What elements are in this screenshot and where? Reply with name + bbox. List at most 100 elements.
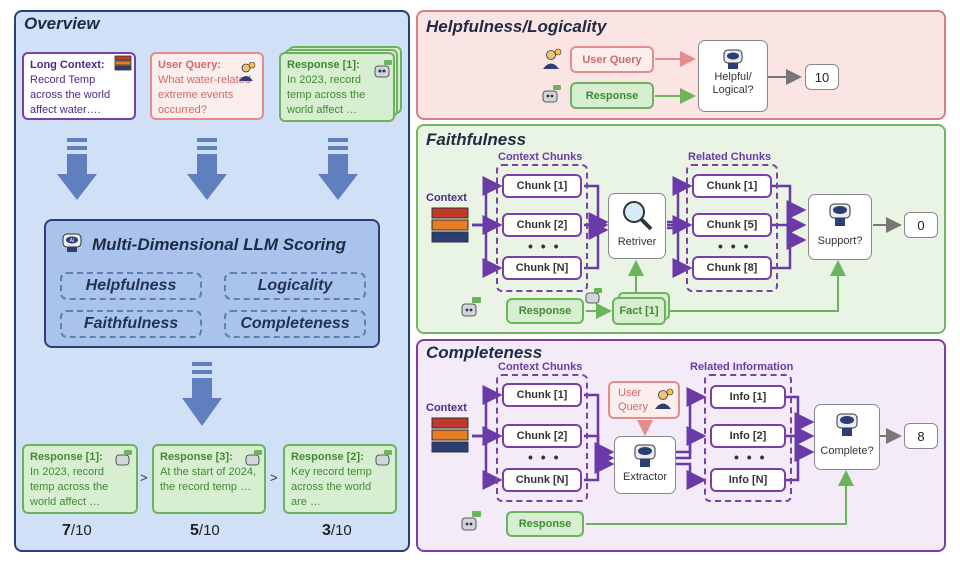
dimension-faithfulness: Faithfulness — [60, 310, 202, 338]
faith-chunk-2: Chunk [2] — [502, 213, 582, 237]
fact-robot-icon — [584, 288, 602, 306]
svg-text:AI: AI — [70, 238, 75, 244]
faith-result: 0 — [904, 212, 938, 238]
score-2-value: 5 — [190, 522, 199, 539]
comp-response-box: Response — [506, 511, 584, 537]
fact-box: Fact [1] — [612, 297, 666, 325]
greater-than-2: > — [270, 470, 278, 485]
score-2-denom: /10 — [198, 522, 220, 539]
comp-chunks-dots: • • • — [528, 449, 561, 465]
response-input-text: In 2023, record temp across the world af… — [287, 74, 366, 116]
faith-judge-node: Support? — [808, 194, 872, 260]
comp-related-group — [704, 374, 792, 502]
user-query-card: User Query: What water-related extreme e… — [150, 52, 264, 120]
ranked-robot-icon-2 — [244, 450, 262, 468]
ranked-response-1: Response [1]: In 2023, record temp acros… — [22, 444, 138, 514]
help-judge-node: Helpful/ Logical? — [698, 40, 768, 112]
comp-query-label: User Query — [618, 387, 648, 413]
comp-extractor-label: Extractor — [622, 471, 667, 483]
faith-judge-icon — [826, 199, 854, 229]
greater-than-1: > — [140, 470, 148, 485]
faith-context-icon — [430, 206, 470, 246]
score-1: 7/10 — [62, 522, 92, 540]
long-context-label: Long Context: — [30, 59, 105, 71]
comp-info-n: Info [N] — [710, 468, 786, 492]
ranked-response-2-text: At the start of 2024, the record temp … — [160, 466, 257, 493]
faith-response-box: Response — [506, 298, 584, 324]
ranked-response-1-text: In 2023, record temp across the world af… — [30, 466, 109, 508]
help-judge-icon — [720, 45, 746, 71]
ranked-robot-icon-3 — [374, 450, 392, 468]
comp-context-icon — [430, 416, 470, 456]
dimension-completeness: Completeness — [224, 310, 366, 338]
scoring-title: Multi-Dimensional LLM Scoring — [92, 235, 347, 254]
helpfulness-title: Helpfulness/Logicality — [426, 17, 607, 36]
comp-chunk-1: Chunk [1] — [502, 383, 582, 407]
faith-retriever-node: Retriver — [608, 193, 666, 259]
faith-context-label: Context — [426, 192, 467, 204]
long-context-text: Record Temp across the world affect wate… — [30, 74, 111, 116]
help-query-box: User Query — [570, 46, 654, 73]
help-user-icon — [540, 48, 562, 70]
help-response-box: Response — [570, 82, 654, 109]
comp-info-1: Info [1] — [710, 385, 786, 409]
comp-chunk-n: Chunk [N] — [502, 468, 582, 492]
ranked-response-3-label: Response [2]: — [291, 451, 364, 463]
user-query-text: What water-related extreme events occurr… — [158, 74, 251, 116]
faith-related-2: Chunk [5] — [692, 213, 772, 237]
comp-query-box: User Query — [608, 381, 680, 419]
faith-related-1: Chunk [1] — [692, 174, 772, 198]
comp-chunks-title: Context Chunks — [498, 361, 583, 373]
scoring-robot-icon: AI — [60, 229, 84, 253]
response-input-label: Response [1]: — [287, 59, 360, 71]
magnifier-icon — [620, 198, 654, 232]
comp-response-robot-icon — [460, 510, 482, 536]
faith-related-title: Related Chunks — [688, 151, 772, 163]
faith-chunks-group — [496, 164, 588, 292]
faithfulness-title: Faithfulness — [426, 130, 527, 149]
faith-chunks-title: Context Chunks — [498, 151, 583, 163]
faith-related-dots: • • • — [718, 238, 751, 254]
overview-title: Overview — [24, 14, 100, 33]
faith-chunks-dots: • • • — [528, 238, 561, 254]
comp-related-title: Related Information — [690, 361, 794, 373]
comp-chunks-group — [496, 374, 588, 502]
help-judge-label: Helpful/ Logical? — [712, 71, 754, 96]
comp-judge-node: Complete? — [814, 404, 880, 470]
extractor-robot-icon — [631, 440, 659, 470]
faith-retriever-label: Retriver — [617, 236, 657, 248]
comp-info-2: Info [2] — [710, 424, 786, 448]
ranked-robot-icon-1 — [114, 450, 132, 468]
response-input-card: Response [1]: In 2023, record temp acros… — [279, 52, 395, 122]
comp-context-label: Context — [426, 402, 467, 414]
score-2: 5/10 — [190, 522, 220, 540]
faith-response-robot-icon — [460, 296, 482, 322]
overview-down-arrows — [57, 138, 358, 426]
faith-related-group — [686, 164, 778, 292]
faith-judge-label: Support? — [817, 235, 863, 247]
user-query-label: User Query: — [158, 59, 221, 71]
comp-judge-label: Complete? — [820, 445, 874, 457]
ranked-response-2-label: Response [3]: — [160, 451, 233, 463]
score-3-value: 3 — [322, 522, 331, 539]
score-3-denom: /10 — [330, 522, 352, 539]
faith-chunk-n: Chunk [N] — [502, 256, 582, 280]
comp-judge-icon — [833, 409, 861, 439]
score-1-denom: /10 — [70, 522, 92, 539]
ranked-response-1-label: Response [1]: — [30, 451, 103, 463]
comp-user-icon — [652, 388, 674, 410]
comp-related-dots: • • • — [734, 449, 767, 465]
completeness-title: Completeness — [426, 343, 543, 362]
ranked-response-3-text: Key record temp across the world are … — [291, 466, 372, 508]
robot-icon — [372, 60, 392, 80]
comp-result: 8 — [904, 423, 938, 449]
server-icon — [114, 55, 132, 71]
user-icon — [236, 61, 256, 82]
dimension-helpfulness: Helpfulness — [60, 272, 202, 300]
dimension-logicality: Logicality — [224, 272, 366, 300]
help-result: 10 — [805, 64, 839, 90]
faith-related-3: Chunk [8] — [692, 256, 772, 280]
comp-extractor-node: Extractor — [614, 436, 676, 494]
help-robot-icon — [540, 84, 562, 106]
